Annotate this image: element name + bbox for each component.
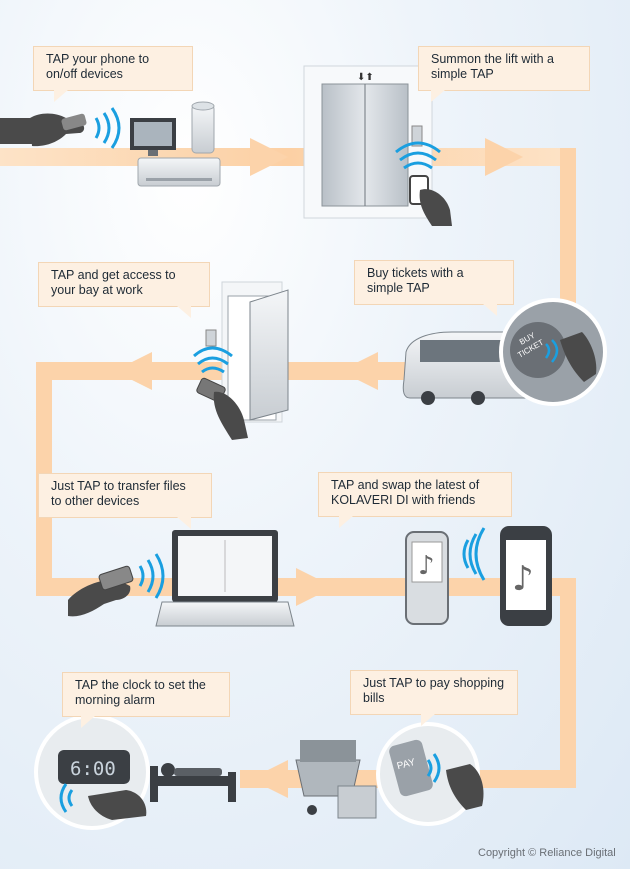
arrow-left-icon <box>114 352 152 390</box>
scene-laptop <box>68 530 295 627</box>
scene-bus: BUY TICKET <box>402 298 607 406</box>
scene-alarm: 6:00 <box>34 714 236 830</box>
hand-with-phone-icon <box>409 175 452 226</box>
callout-bay-line1: TAP and get access to <box>51 268 176 282</box>
nfc-waves-icon <box>59 783 74 813</box>
hand-with-phone-icon <box>0 113 87 147</box>
copyright-text: Copyright © Reliance Digital <box>478 847 616 859</box>
scene-door <box>193 281 289 440</box>
callout-tickets: Buy tickets with a simple TAP <box>354 260 514 316</box>
arrow-right-icon <box>250 138 288 176</box>
arrow-right-icon <box>485 138 523 176</box>
open-door-icon <box>249 289 289 421</box>
hand-with-phone-icon <box>68 565 134 617</box>
speaker-icon <box>191 101 215 154</box>
callout-alarm-line2: morning alarm <box>75 693 155 707</box>
pay-terminal-icon <box>389 739 433 797</box>
nfc-waves-icon <box>462 527 486 581</box>
callout-alarm-line1: TAP the clock to set the <box>75 678 206 692</box>
callout-devices: TAP your phone to on/off devices <box>33 46 193 102</box>
alarm-clock-icon <box>58 750 130 784</box>
scene-lift: ⬇⬆ <box>303 65 452 226</box>
hand-with-phone-icon <box>560 332 597 382</box>
bed-icon <box>150 763 236 802</box>
laptop-icon <box>155 530 295 627</box>
callout-devices-line1: TAP your phone to <box>46 52 150 66</box>
hand-with-phone-icon <box>88 790 147 820</box>
callout-lift: Summon the lift with a simple TAP <box>418 46 590 102</box>
callout-music-line1: TAP and swap the latest of <box>331 478 480 492</box>
callout-tickets-line1: Buy tickets with a <box>367 266 464 280</box>
shopping-bag-icon <box>337 785 377 819</box>
clock-time: 6:00 <box>70 758 116 780</box>
callout-shopping-line2: bills <box>363 691 385 705</box>
flow-arrowheads <box>114 138 523 798</box>
callout-lift-line1: Summon the lift with a <box>431 52 554 66</box>
callout-bay: TAP and get access to your bay at work <box>38 262 210 318</box>
callout-files-line2: to other devices <box>51 494 140 508</box>
music-note-icon: ♪ <box>418 551 435 581</box>
nfc-waves-icon <box>94 107 121 149</box>
callout-music-line2: KOLAVERI DI with friends <box>331 493 476 507</box>
music-note-icon: ♪ <box>512 559 534 599</box>
nfc-waves-icon <box>193 346 233 374</box>
callout-shopping-line1: Just TAP to pay shopping <box>363 676 505 690</box>
callout-shopping: Just TAP to pay shopping bills <box>350 670 518 726</box>
callout-files: Just TAP to transfer files to other devi… <box>38 473 212 529</box>
callout-bay-line2: your bay at work <box>51 283 143 297</box>
nfc-waves-icon <box>395 141 441 170</box>
scene-devices <box>0 101 221 187</box>
scene-shopping: PAY <box>295 722 484 826</box>
callout-files-line1: Just TAP to transfer files <box>51 479 186 493</box>
feature-phone-icon: ♪ <box>405 531 449 625</box>
nfc-waves-icon <box>426 753 441 783</box>
computer-monitor-icon <box>130 118 176 156</box>
pay-word: PAY <box>396 757 417 773</box>
callout-tickets-line2: simple TAP <box>367 281 430 295</box>
arrow-right-icon <box>296 568 334 606</box>
scene-music: ♪ ♪ <box>405 526 552 626</box>
hand-with-phone-icon <box>196 377 248 440</box>
nfc-waves-icon <box>544 339 559 363</box>
lift-button-panel-icon <box>411 125 423 147</box>
callout-lift-line2: simple TAP <box>431 67 494 81</box>
arrow-left-icon <box>250 760 288 798</box>
arrow-left-icon <box>340 352 378 390</box>
lift-arrows-icon: ⬇⬆ <box>357 72 374 83</box>
smartphone-icon: ♪ <box>500 526 552 626</box>
ticket-reader-icon <box>510 322 566 378</box>
nfc-waves-icon <box>138 553 165 599</box>
callout-devices-line2: on/off devices <box>46 67 123 81</box>
access-reader-icon <box>205 329 217 347</box>
callout-music: TAP and swap the latest of KOLAVERI DI w… <box>318 472 512 528</box>
callout-alarm: TAP the clock to set the morning alarm <box>62 672 230 728</box>
hand-with-phone-icon <box>446 764 484 810</box>
air-conditioner-icon <box>137 157 221 187</box>
